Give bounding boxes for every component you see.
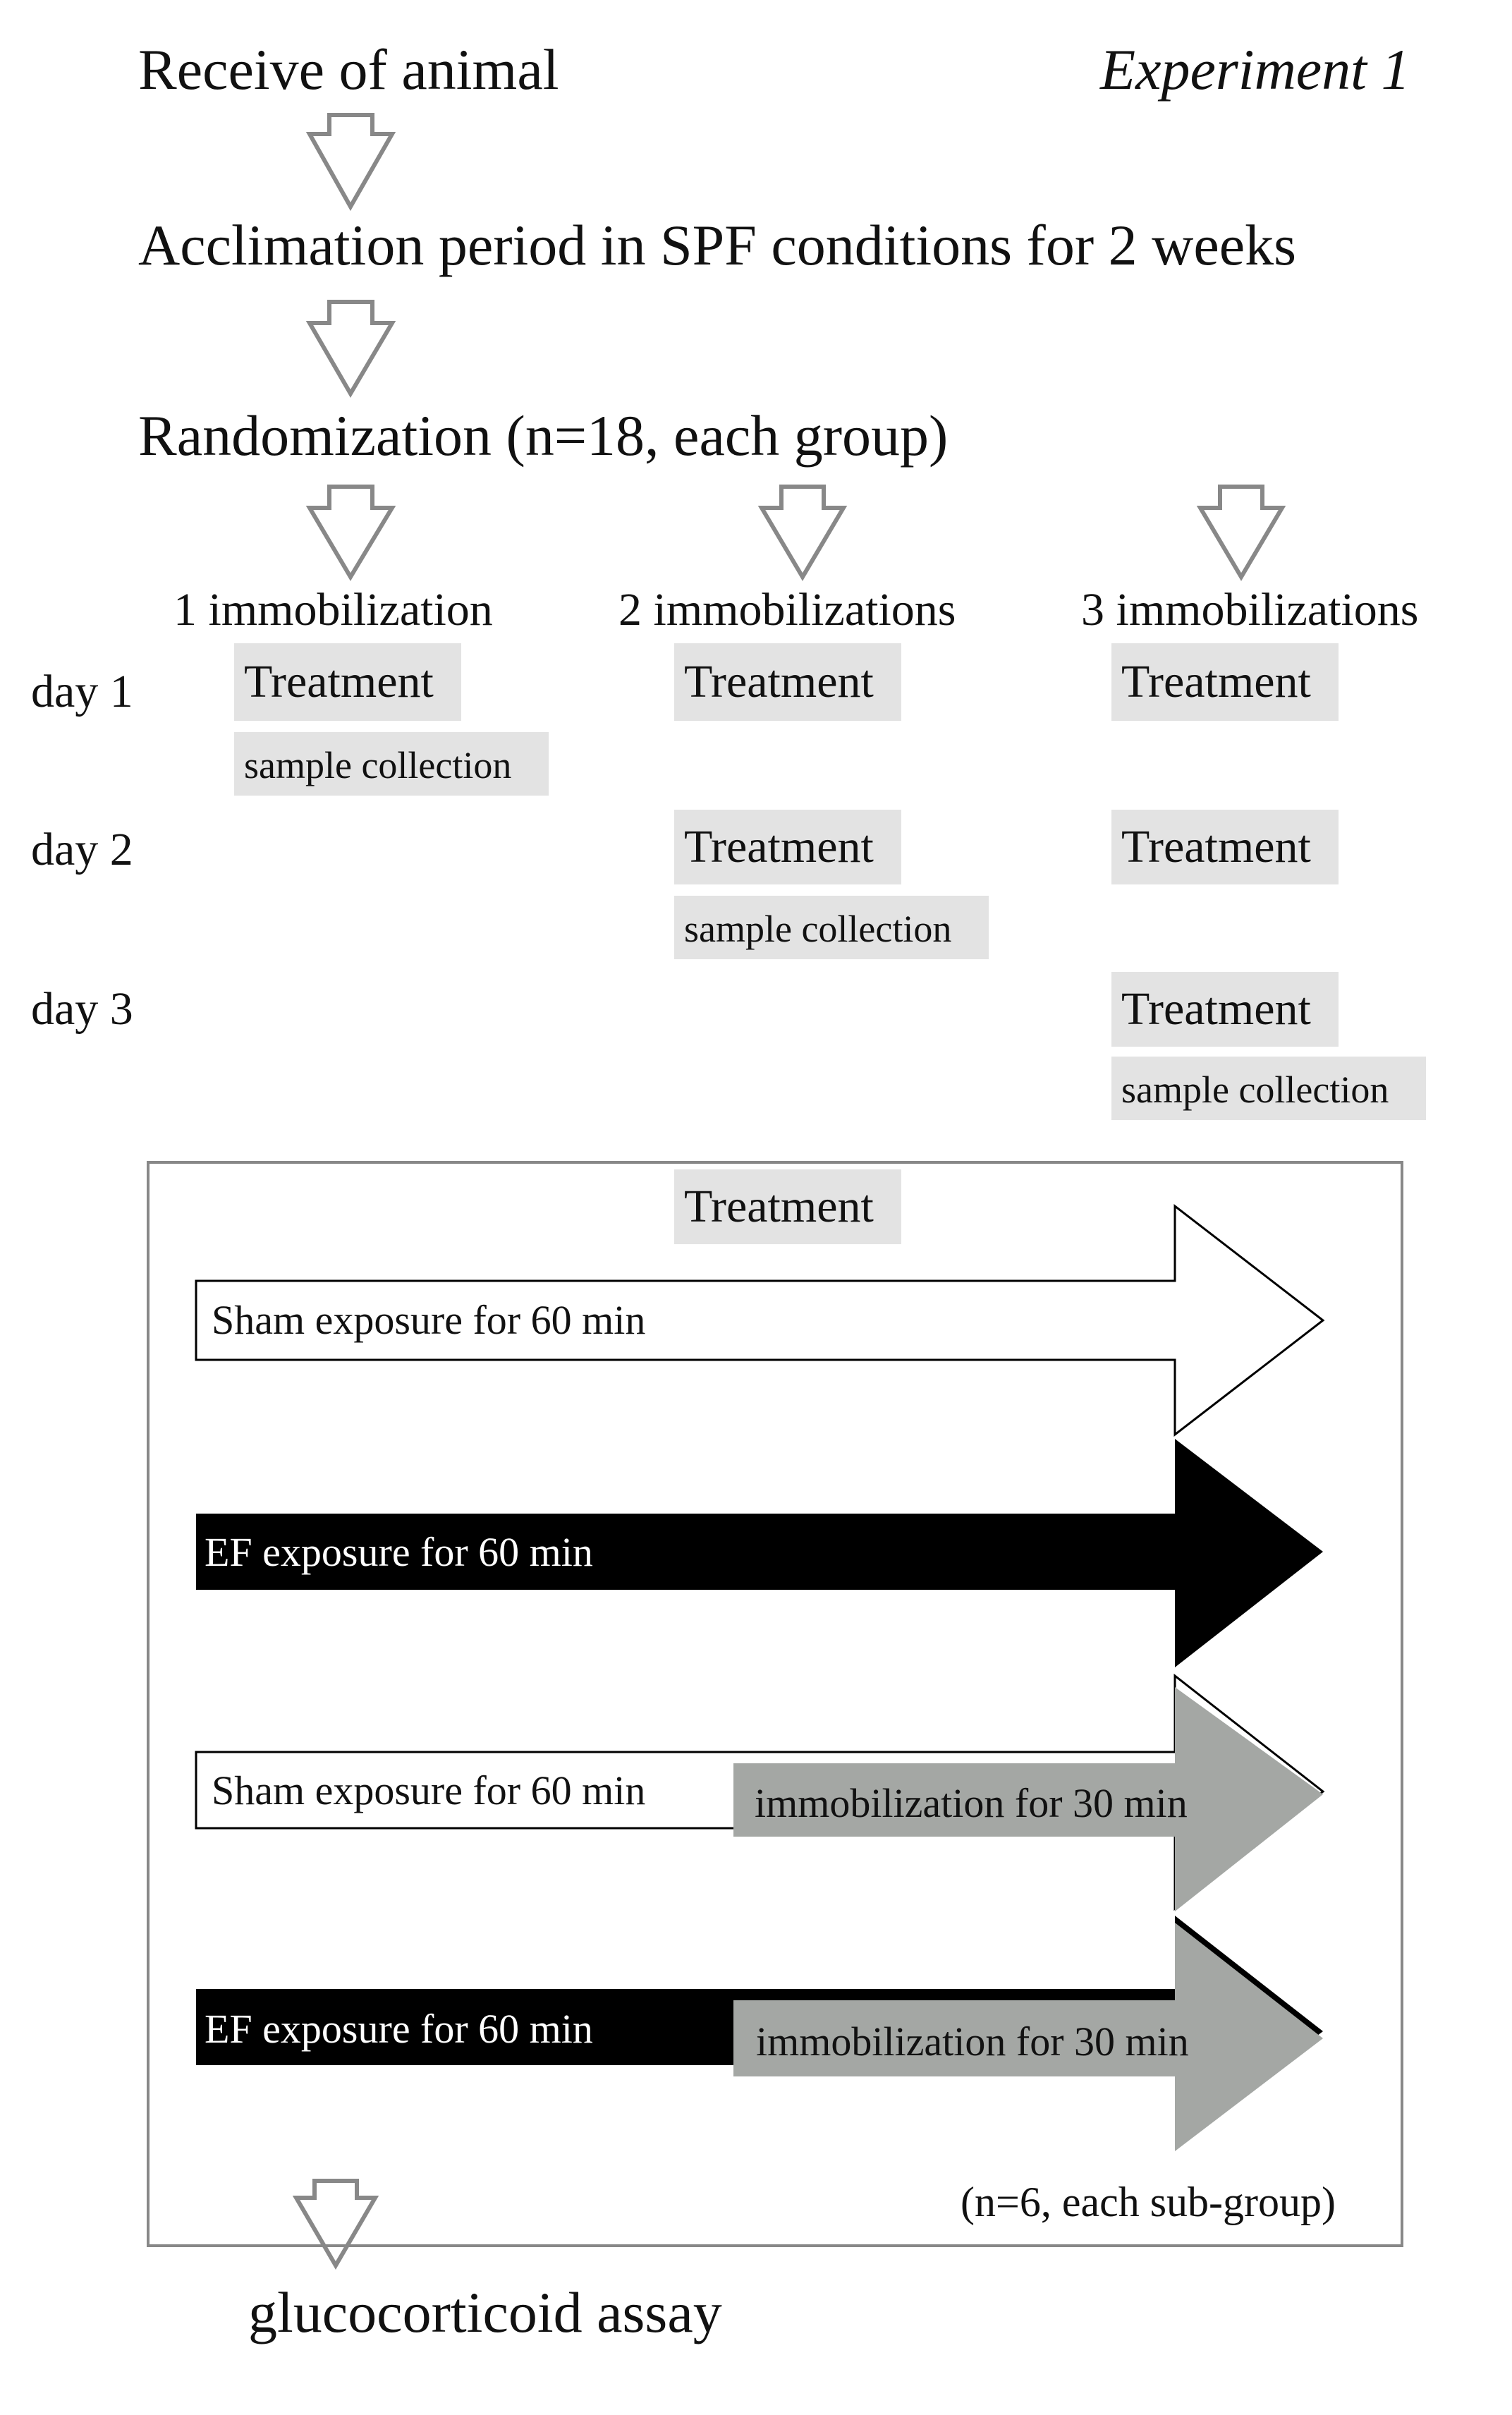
sample-collection-pill: sample collection [674, 896, 989, 959]
ef-exposure-arrow [196, 1439, 1323, 1667]
sham-exposure-arrow [195, 1203, 1325, 1437]
treatment-pill: Treatment [1111, 643, 1339, 721]
group-label-2: 2 immobilizations [618, 584, 956, 635]
final-step: glucocorticoid assay [248, 2280, 722, 2344]
arrow-label-sham: Sham exposure for 60 min [212, 1297, 646, 1343]
experiment-label: Experiment 1 [1100, 37, 1410, 102]
sample-collection-pill: sample collection [234, 732, 549, 796]
footnote: (n=6, each sub-group) [961, 2179, 1336, 2225]
treatment-pill: Treatment [1111, 810, 1339, 884]
step-randomization: Randomization (n=18, each group) [138, 403, 949, 468]
sample-collection-pill: sample collection [1111, 1057, 1426, 1120]
treatment-pill: Treatment [674, 643, 901, 721]
down-arrow-icon [1196, 485, 1286, 581]
sample-collection-label: sample collection [684, 908, 952, 950]
sample-collection-label: sample collection [1121, 1069, 1389, 1111]
group-label-1: 1 immobilization [173, 584, 493, 635]
immobilization-arrow [733, 1687, 1323, 1911]
treatment-label: Treatment [244, 656, 434, 707]
treatment-box-title: Treatment [684, 1181, 874, 1232]
treatment-pill: Treatment [674, 810, 901, 884]
arrow-label-immobilization: immobilization for 30 min [756, 2019, 1189, 2064]
treatment-box [147, 1161, 1403, 2247]
down-arrow-icon [757, 485, 848, 581]
treatment-pill: Treatment [1111, 972, 1339, 1047]
arrow-label-immobilization: immobilization for 30 min [755, 1780, 1188, 1826]
down-arrow-icon [292, 2179, 379, 2270]
treatment-pill: Treatment [234, 643, 461, 721]
day-label-3: day 3 [31, 983, 133, 1035]
treatment-label: Treatment [1121, 821, 1311, 872]
step-acclimation: Acclimation period in SPF conditions for… [138, 213, 1297, 277]
group-label-3: 3 immobilizations [1081, 584, 1419, 635]
immobilization-arrow [733, 1923, 1323, 2151]
down-arrow-icon [305, 485, 396, 581]
treatment-label: Treatment [1121, 656, 1311, 707]
arrow-label-ef: EF exposure for 60 min [205, 2006, 593, 2052]
treatment-label: Treatment [684, 821, 874, 872]
treatment-box-title-pill: Treatment [674, 1169, 901, 1244]
day-label-1: day 1 [31, 666, 133, 717]
treatment-label: Treatment [1121, 983, 1311, 1035]
treatment-label: Treatment [684, 656, 874, 707]
down-arrow-icon [305, 113, 396, 212]
sample-collection-label: sample collection [244, 744, 512, 786]
arrow-label-ef: EF exposure for 60 min [205, 1529, 593, 1575]
arrow-label-sham: Sham exposure for 60 min [212, 1768, 646, 1813]
step-receive: Receive of animal [138, 37, 559, 102]
down-arrow-icon [305, 300, 396, 398]
day-label-2: day 2 [31, 824, 133, 875]
